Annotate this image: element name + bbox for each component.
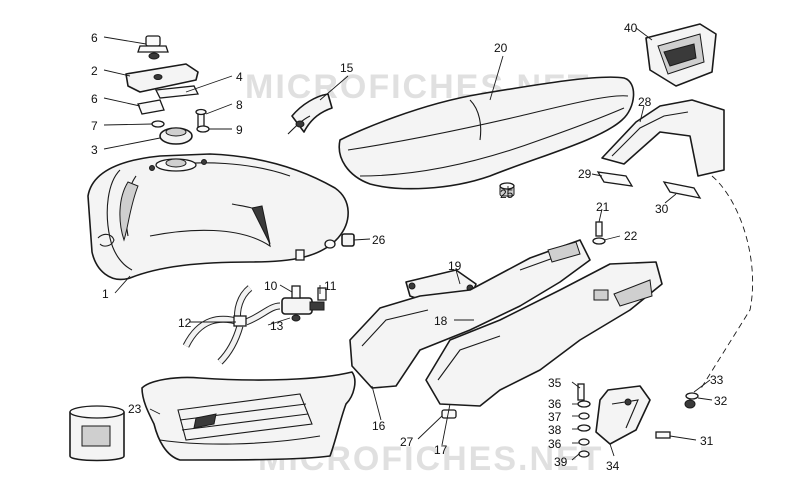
- callout-2: 2: [91, 64, 98, 78]
- callout-23: 23: [128, 402, 142, 416]
- callout-33: 33: [710, 373, 724, 387]
- callout-7: 7: [91, 119, 98, 133]
- callout-35: 35: [548, 376, 562, 390]
- callout-39: 39: [554, 455, 568, 469]
- callout-13: 13: [270, 319, 284, 333]
- callout-21: 21: [596, 200, 610, 214]
- callout-8: 8: [236, 98, 243, 112]
- callout-5: 6: [91, 31, 98, 45]
- callout-28: 28: [638, 95, 652, 109]
- callout-25: 25: [500, 187, 514, 201]
- seat: [338, 76, 635, 197]
- callout-11: 11: [324, 279, 337, 293]
- fuel-tap-and-hoses: [182, 233, 355, 365]
- callout-34: 34: [606, 459, 620, 473]
- callout-9: 9: [236, 123, 243, 137]
- callout-22: 22: [624, 229, 638, 243]
- tank-cap-parts: [125, 35, 210, 145]
- callout-37: 37: [548, 410, 562, 424]
- tail-parts: [596, 23, 754, 391]
- callout-6: 6: [91, 92, 98, 106]
- callout-32: 32: [714, 394, 728, 408]
- seat-cover-and-paint-can: [69, 371, 356, 462]
- callout-3: 3: [91, 143, 98, 157]
- callouts: 6 2 6 7 3 4 8 9 1 10 11 12 13 15 20 40 2…: [91, 21, 728, 473]
- callout-16: 16: [372, 419, 386, 433]
- callout-4: 4: [236, 70, 243, 84]
- callout-29: 29: [578, 167, 592, 181]
- side-panels: [349, 221, 663, 407]
- leader-lines: [103, 27, 713, 461]
- callout-15: 15: [340, 61, 354, 75]
- fuel-tank: [87, 153, 349, 281]
- callout-38: 38: [548, 423, 562, 437]
- bracket-15: [287, 93, 333, 135]
- callout-26: 26: [372, 233, 386, 247]
- callout-17: 17: [434, 443, 448, 457]
- callout-30: 30: [655, 202, 669, 216]
- callout-20: 20: [494, 41, 508, 55]
- rear-bracket-hardware: [441, 383, 699, 458]
- callout-31: 31: [700, 434, 714, 448]
- callout-40: 40: [624, 21, 638, 35]
- callout-27: 27: [400, 435, 414, 449]
- callout-1: 1: [102, 287, 109, 301]
- callout-10: 10: [264, 279, 278, 293]
- callout-36-lower: 36: [548, 437, 562, 451]
- callout-36-upper: 36: [548, 397, 562, 411]
- callout-19: 19: [448, 259, 462, 273]
- callout-18: 18: [434, 314, 448, 328]
- callout-12: 12: [178, 316, 192, 330]
